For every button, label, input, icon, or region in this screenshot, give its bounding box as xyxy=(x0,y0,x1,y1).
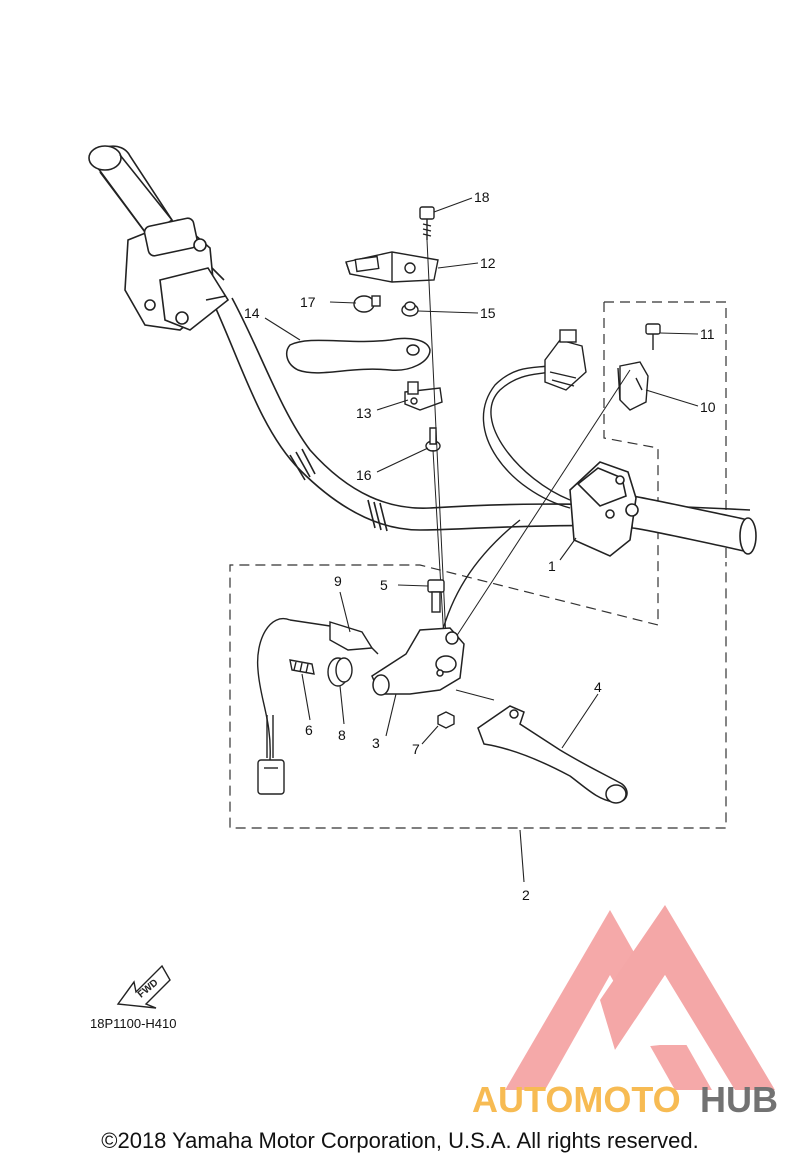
watermark-word-part1: AUTOMOTO xyxy=(472,1079,681,1120)
watermark-word-part2: HUB xyxy=(700,1079,778,1120)
handlebar xyxy=(211,297,751,532)
callout-14: 14 xyxy=(244,305,260,321)
pivot-bolt-5 xyxy=(427,579,445,613)
callout-18: 18 xyxy=(474,189,490,205)
switch-piece-10 xyxy=(617,361,649,411)
callout-5: 5 xyxy=(380,577,388,593)
callout-7: 7 xyxy=(412,741,420,757)
holder-13 xyxy=(404,381,443,411)
master-cylinder-assembly xyxy=(124,217,230,331)
callout-16: 16 xyxy=(356,467,372,483)
switch-wiring-harness xyxy=(439,329,587,641)
knob-17 xyxy=(353,295,381,313)
callout-3: 3 xyxy=(372,735,380,751)
assembly-guide-lines xyxy=(426,239,631,661)
callout-8: 8 xyxy=(338,727,346,743)
right-switch-housing xyxy=(569,461,757,557)
nut-7 xyxy=(437,711,455,729)
callout-12: 12 xyxy=(480,255,496,271)
bolt-15 xyxy=(401,301,419,317)
callout-6: 6 xyxy=(305,722,313,738)
hot-start-lever-14 xyxy=(285,337,431,374)
hot-start-bracket xyxy=(345,251,439,283)
callout-11: 11 xyxy=(700,326,715,342)
screw-11 xyxy=(645,323,661,350)
callout-17: 17 xyxy=(300,294,316,310)
bolt-18 xyxy=(419,206,435,240)
lever-4 xyxy=(477,705,628,804)
copyright-notice: ©2018 Yamaha Motor Corporation, U.S.A. A… xyxy=(101,1128,699,1153)
callout-15: 15 xyxy=(480,305,496,321)
callout-1: 1 xyxy=(548,558,556,574)
callout-13: 13 xyxy=(356,405,372,421)
lever-holder-3 xyxy=(371,627,465,696)
leader-lines xyxy=(264,197,699,883)
left-grip xyxy=(88,145,174,238)
callout-10: 10 xyxy=(700,399,716,415)
callout-4: 4 xyxy=(594,679,602,695)
fwd-arrow-icon: FWD xyxy=(116,964,171,1009)
assembly-boxes xyxy=(229,301,727,829)
cable-switch-9 xyxy=(256,617,379,795)
bolt-16 xyxy=(425,427,441,452)
switch-assembly-box xyxy=(604,301,727,562)
locknut-8 xyxy=(327,657,353,687)
callout-9: 9 xyxy=(334,573,342,589)
adjuster-6 xyxy=(289,659,315,675)
watermark-logo: AUTOMOTO HUB xyxy=(472,905,778,1120)
callout-2: 2 xyxy=(522,887,530,903)
part-code: 18P1100-H410 xyxy=(90,1016,177,1031)
